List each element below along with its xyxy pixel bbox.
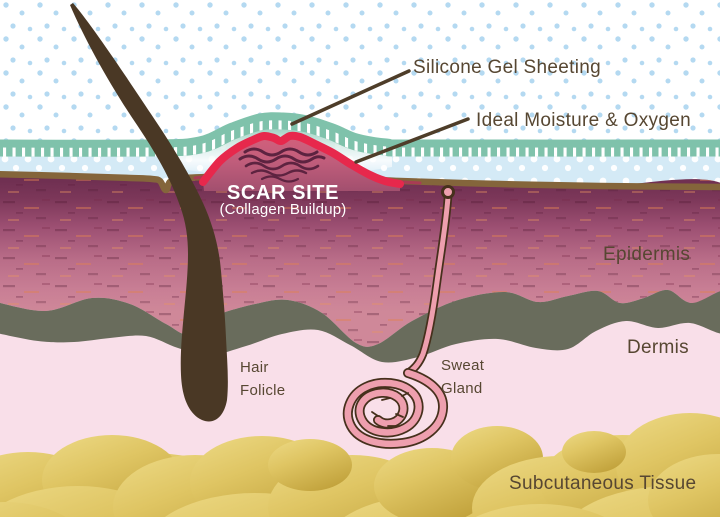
label-subcutaneous-tissue: Subcutaneous Tissue bbox=[509, 473, 697, 494]
hair-shaft-shape bbox=[70, 3, 228, 422]
label-ideal-moisture-oxygen: Ideal Moisture & Oxygen bbox=[476, 110, 691, 131]
label-collagen-buildup: (Collagen Buildup) bbox=[219, 201, 347, 218]
label-sweat-gland: Sweat Gland bbox=[441, 357, 485, 397]
label-silicone-gel-sheeting: Silicone Gel Sheeting bbox=[413, 57, 601, 78]
label-scar-site: SCAR SITE bbox=[226, 182, 340, 204]
silicone-sheet-ticks bbox=[0, 120, 720, 157]
dermis-boundary-shape bbox=[0, 289, 720, 363]
sweat-gland-shape bbox=[342, 185, 455, 449]
gland-texture-flecks bbox=[371, 392, 409, 427]
subcutaneous-fat-shape bbox=[0, 413, 720, 517]
sweat-pore-icon bbox=[441, 185, 455, 199]
leader-line-moisture bbox=[354, 117, 470, 164]
epidermis-texture bbox=[0, 174, 720, 347]
label-hair-folicle: Hair Folicle bbox=[240, 359, 286, 399]
fat-lobule-shape bbox=[475, 504, 605, 517]
collagen-wave-lines bbox=[238, 147, 326, 183]
fat-lobule-shape bbox=[268, 439, 352, 491]
fat-lobule-shape bbox=[562, 431, 626, 473]
fat-lobule-shape bbox=[648, 454, 720, 517]
label-dermis: Dermis bbox=[627, 337, 689, 358]
leader-line-silicone bbox=[290, 69, 411, 126]
fat-lobule-shape bbox=[0, 502, 66, 517]
label-epidermis: Epidermis bbox=[603, 244, 691, 265]
scar-red-cap bbox=[199, 131, 404, 188]
